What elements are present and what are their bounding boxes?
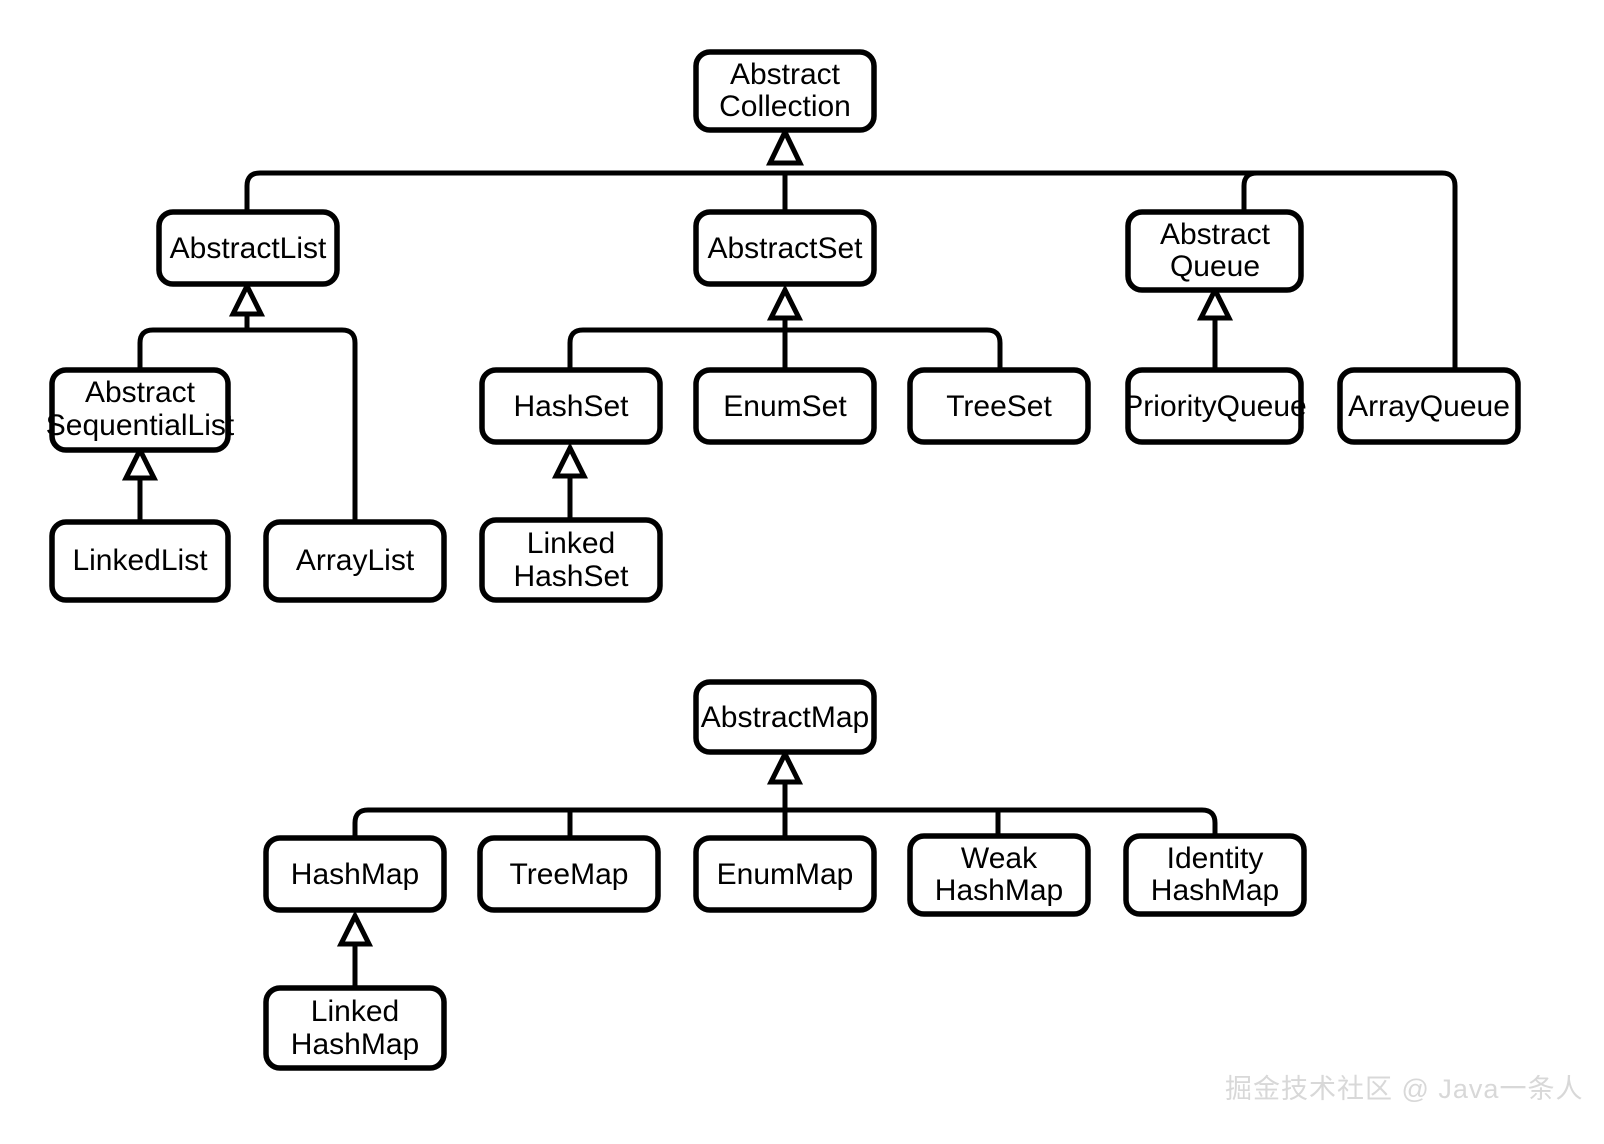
node-abstract-collection-label-2: Collection (719, 90, 851, 123)
node-identity-hash-map-box[interactable] (1123, 833, 1307, 917)
node-abstract-collection[interactable]: Abstract Collection (693, 49, 877, 133)
node-linked-list-label: LinkedList (72, 544, 208, 577)
node-weak-hash-map-label-1: Weak (961, 842, 1038, 875)
node-linked-hash-set-box[interactable] (479, 517, 663, 603)
node-tree-set-label: TreeSet (946, 390, 1052, 423)
node-weak-hash-map-label-2: HashMap (935, 874, 1063, 907)
node-linked-list[interactable]: LinkedList (49, 519, 231, 603)
node-abstract-sequential-list-label-2: SequentialList (46, 409, 235, 442)
node-priority-queue-box[interactable] (1125, 367, 1304, 445)
arrow-abstract-map (766, 748, 804, 785)
node-abstract-list[interactable]: AbstractList (156, 209, 340, 287)
arrow-hash-map (336, 910, 374, 947)
node-tree-set[interactable]: TreeSet (907, 367, 1091, 445)
collection-edges (121, 126, 1458, 522)
node-enum-map-box[interactable] (693, 835, 877, 913)
node-abstract-queue-label-2: Queue (1170, 250, 1260, 283)
node-linked-hash-map-box[interactable] (263, 985, 447, 1071)
node-abstract-map-label: AbstractMap (701, 701, 869, 734)
node-identity-hash-map[interactable]: Identity HashMap (1123, 833, 1307, 917)
node-linked-hash-set[interactable]: Linked HashSet (479, 517, 663, 603)
node-enum-set-box[interactable] (693, 367, 877, 445)
arrow-abstract-list (228, 280, 266, 317)
node-array-queue-box[interactable] (1337, 367, 1521, 445)
node-array-list-label: ArrayList (296, 544, 415, 577)
node-identity-hash-map-label-2: HashMap (1151, 874, 1279, 907)
arrow-abstract-queue (1196, 284, 1234, 321)
node-array-queue-label: ArrayQueue (1348, 390, 1510, 423)
node-abstract-queue[interactable]: Abstract Queue (1125, 209, 1304, 293)
node-weak-hash-map[interactable]: Weak HashMap (907, 833, 1091, 917)
node-abstract-set[interactable]: AbstractSet (693, 209, 877, 287)
node-abstract-sequential-list[interactable]: Abstract SequentialList (46, 367, 235, 453)
node-enum-map-label: EnumMap (717, 858, 854, 891)
collection-nodes: Abstract Collection AbstractList Abstrac… (46, 49, 1521, 603)
edge-abstract-collection-bus (244, 170, 1458, 370)
node-hash-set[interactable]: HashSet (479, 367, 663, 445)
watermark-label: 掘金技术社区 @ Java一条人 (1225, 1074, 1583, 1104)
arrow-abstract-sequential-list (121, 444, 159, 481)
node-abstract-map[interactable]: AbstractMap (693, 679, 877, 755)
node-abstract-queue-box[interactable] (1125, 209, 1304, 293)
node-weak-hash-map-box[interactable] (907, 833, 1091, 917)
node-abstract-queue-label-1: Abstract (1160, 218, 1271, 251)
node-abstract-sequential-list-label-1: Abstract (85, 376, 196, 409)
node-hash-set-label: HashSet (513, 390, 629, 423)
node-linked-hash-map-label-2: HashMap (291, 1028, 419, 1061)
node-tree-map-box[interactable] (477, 835, 661, 913)
arrow-abstract-collection (766, 126, 804, 166)
node-hash-map[interactable]: HashMap (263, 835, 447, 913)
node-abstract-list-label: AbstractList (170, 232, 327, 265)
node-linked-hash-map-label-1: Linked (311, 995, 399, 1028)
node-enum-set[interactable]: EnumSet (693, 367, 877, 445)
node-abstract-sequential-list-box[interactable] (49, 367, 231, 453)
node-abstract-set-label: AbstractSet (707, 232, 863, 265)
node-linked-list-box[interactable] (49, 519, 231, 603)
node-hash-set-box[interactable] (479, 367, 663, 445)
node-abstract-collection-box[interactable] (693, 49, 877, 133)
node-linked-hash-set-label-2: HashSet (513, 560, 629, 593)
node-priority-queue-label: PriorityQueue (1123, 390, 1306, 423)
node-priority-queue[interactable]: PriorityQueue (1123, 367, 1307, 445)
map-nodes: AbstractMap HashMap TreeMap EnumMap Weak… (263, 679, 1307, 1071)
node-identity-hash-map-label-1: Identity (1167, 842, 1264, 875)
node-abstract-collection-label-1: Abstract (730, 58, 841, 91)
node-abstract-set-box[interactable] (693, 209, 877, 287)
node-linked-hash-map[interactable]: Linked HashMap (263, 985, 447, 1071)
node-array-list-box[interactable] (263, 519, 447, 603)
node-hash-map-box[interactable] (263, 835, 447, 913)
node-abstract-list-box[interactable] (156, 209, 340, 287)
node-abstract-map-box[interactable] (693, 679, 877, 755)
map-edges (336, 748, 1218, 988)
node-tree-map[interactable]: TreeMap (477, 835, 661, 913)
node-enum-map[interactable]: EnumMap (693, 835, 877, 913)
edge-abstract-queue-riser (1241, 170, 1258, 212)
node-array-queue[interactable]: ArrayQueue (1337, 367, 1521, 445)
arrow-abstract-set (766, 284, 804, 321)
node-tree-set-box[interactable] (907, 367, 1091, 445)
arrow-hash-set (551, 442, 589, 479)
node-tree-map-label: TreeMap (510, 858, 629, 891)
node-array-list[interactable]: ArrayList (263, 519, 447, 603)
node-linked-hash-set-label-1: Linked (527, 527, 615, 560)
node-hash-map-label: HashMap (291, 858, 419, 891)
node-enum-set-label: EnumSet (723, 390, 847, 423)
